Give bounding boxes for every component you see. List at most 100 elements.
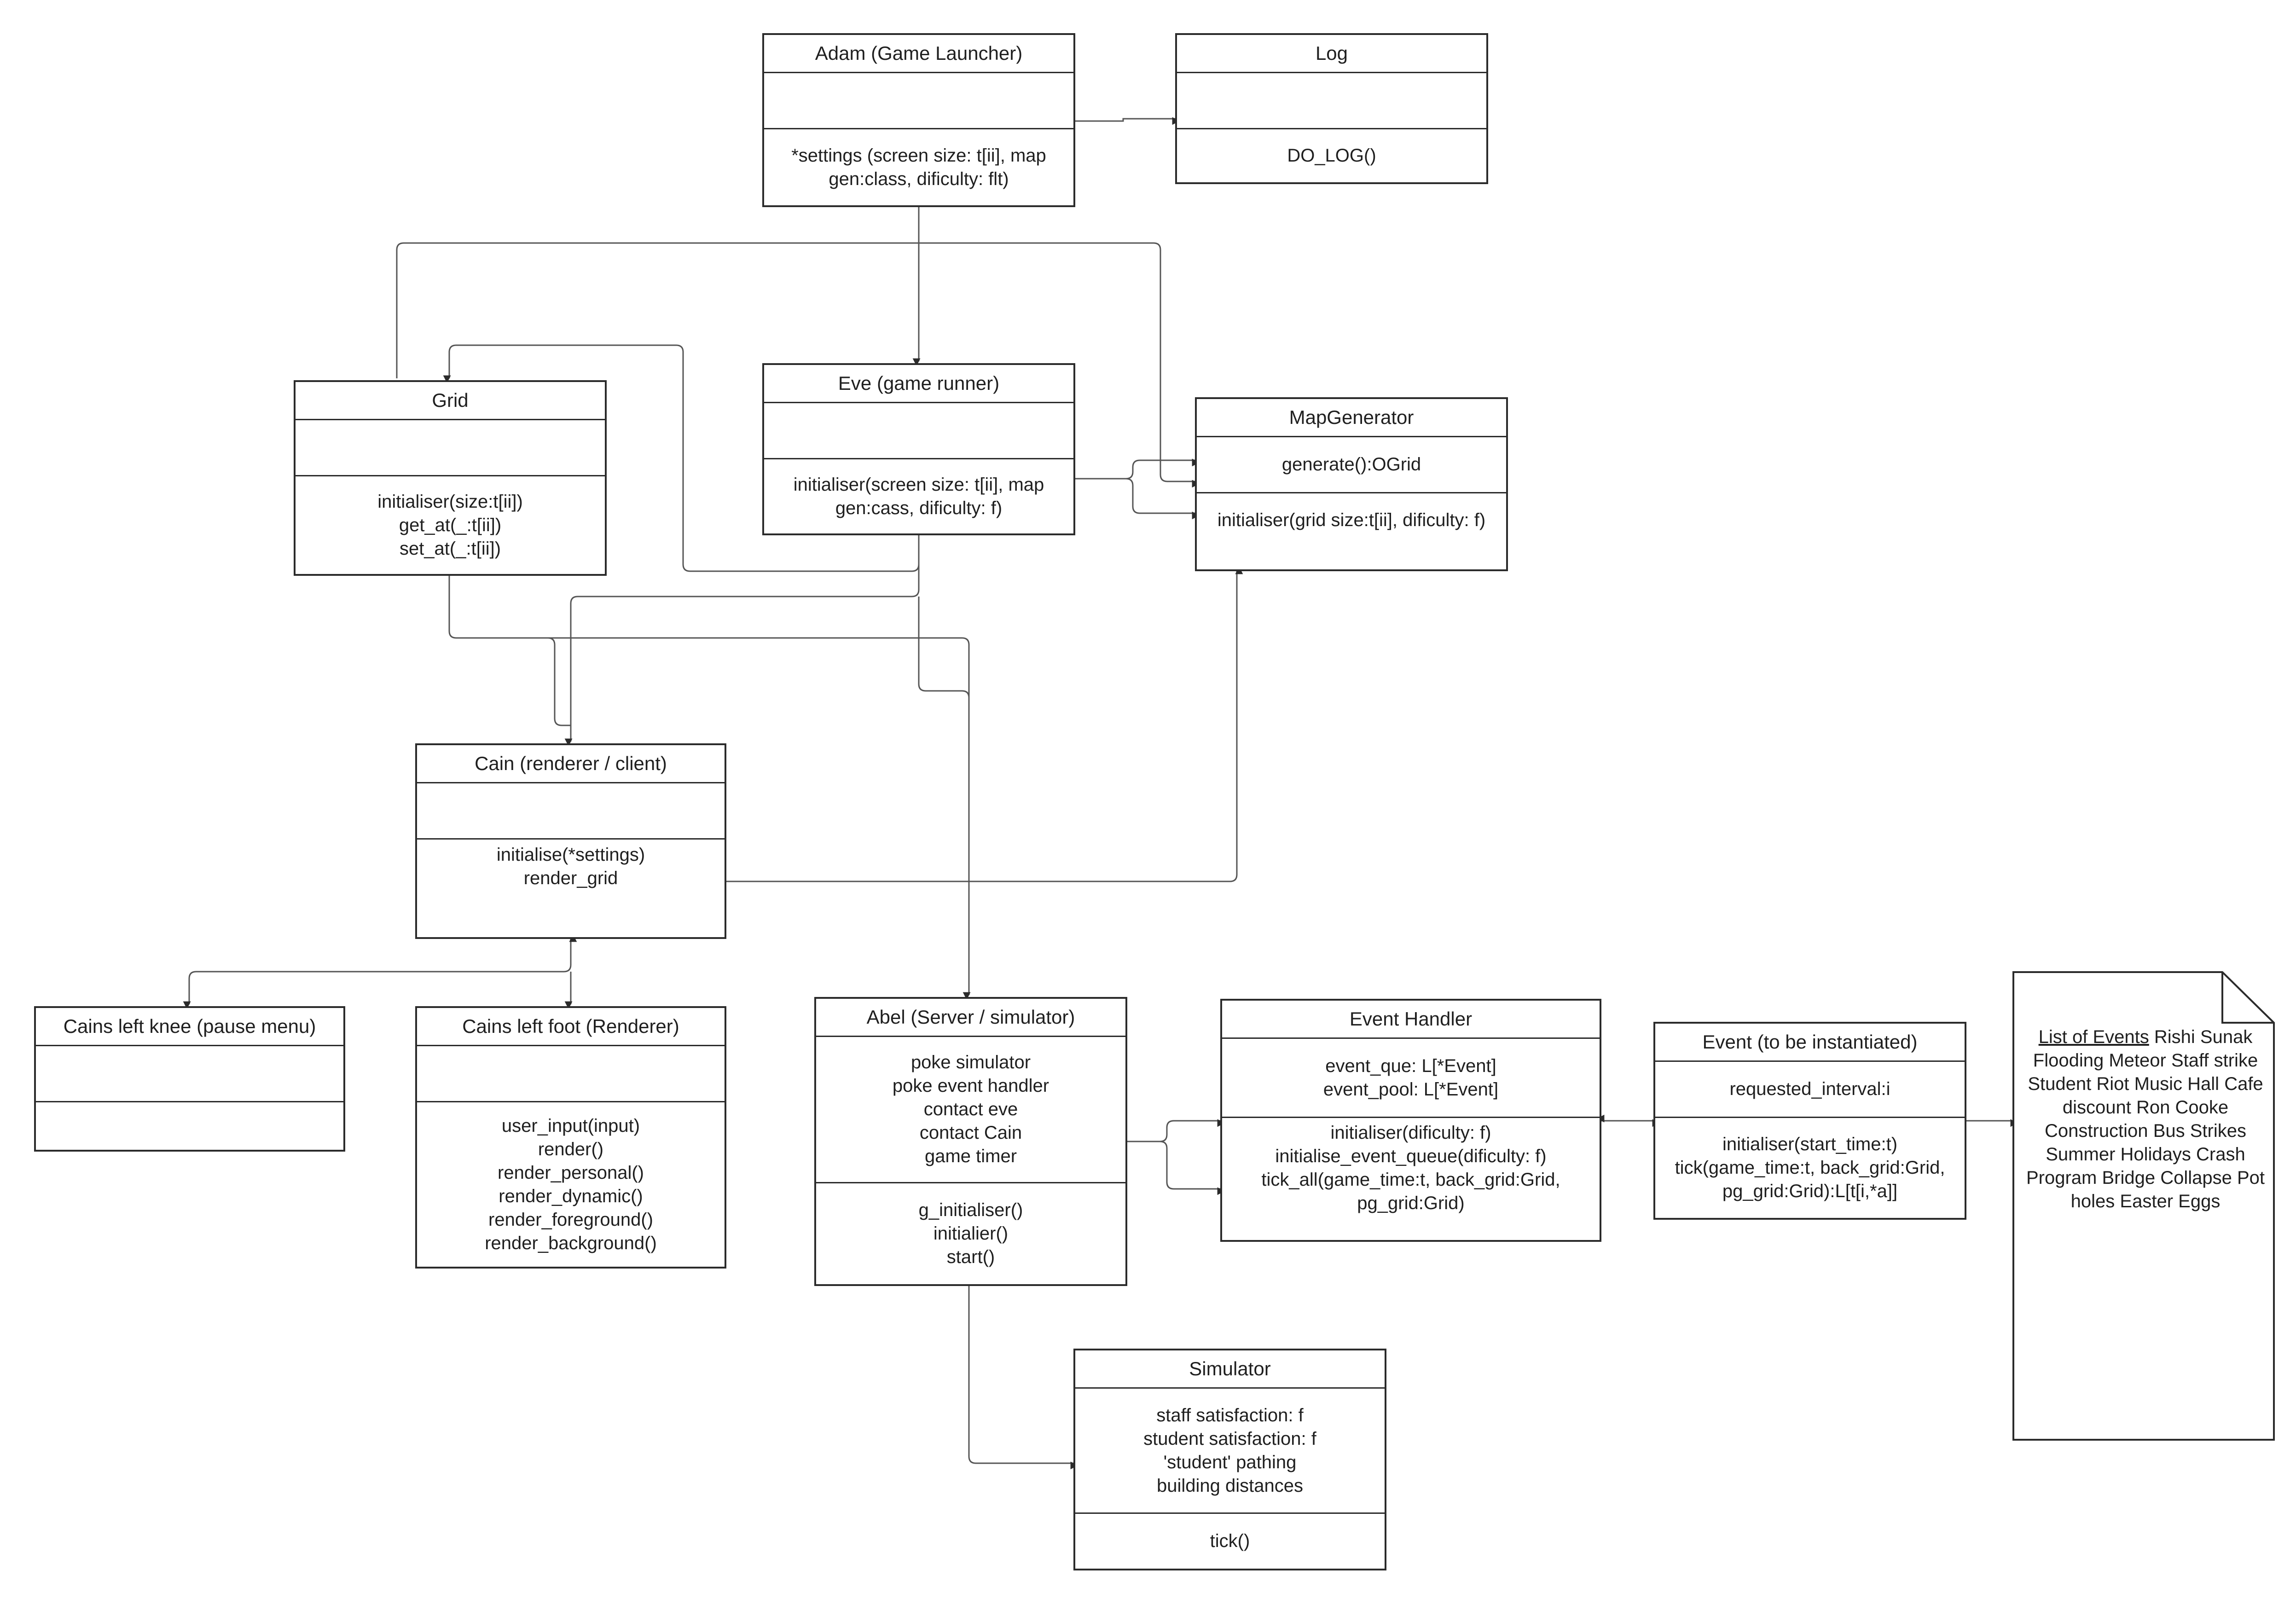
note-item: Bus Strikes — [2153, 1121, 2246, 1141]
method-text: tick() — [1210, 1531, 1250, 1551]
note-heading: List of Events — [2038, 1027, 2149, 1047]
note-item: Bridge Collapse — [2102, 1168, 2232, 1188]
class-cain[interactable]: Cain (renderer / client) initialise(*set… — [415, 743, 726, 939]
note-item: Pot holes — [2070, 1168, 2265, 1211]
method-text: g_initialiser() — [918, 1200, 1023, 1220]
connector-eve-abel — [918, 597, 971, 1000]
method-text: initialise_event_queue(dificulty: f) — [1275, 1146, 1547, 1166]
method-text: pg_grid:Grid) — [1357, 1193, 1465, 1213]
method-text: get_at(_:t[ii]) — [399, 515, 502, 535]
events-note[interactable]: List of Events Rishi Sunak Flooding Mete… — [2013, 1025, 2278, 1213]
methods-section: initialiser(size:t[ii]) get_at(_:t[ii]) … — [296, 475, 605, 574]
attributes-section — [764, 402, 1073, 458]
methods-section — [36, 1101, 343, 1150]
connector-abel-sim — [968, 1286, 1078, 1470]
class-title: Log — [1315, 42, 1348, 64]
class-title: Eve (game runner) — [838, 372, 1000, 394]
method-text: render_foreground() — [488, 1209, 653, 1230]
note-folded-corner — [2221, 972, 2274, 1024]
method-text: initialiser(grid size:t[ii], dificulty: … — [1217, 510, 1486, 530]
class-eve[interactable]: Eve (game runner) initialiser(screen siz… — [762, 363, 1075, 535]
methods-section: *settings (screen size: t[ii], map gen:c… — [764, 128, 1073, 205]
method-text: initialier() — [933, 1223, 1009, 1244]
class-title: Cains left knee (pause menu) — [63, 1015, 316, 1037]
note-item: Flooding — [2033, 1050, 2104, 1071]
attributes-section — [1177, 72, 1486, 128]
connector-grid-cain — [448, 576, 571, 726]
connector-cain-knee — [183, 934, 577, 1009]
method-text: render_grid — [523, 868, 618, 888]
methods-section: initialiser(dificulty: f) initialise_eve… — [1222, 1117, 1600, 1218]
method-text: render_personal() — [498, 1162, 644, 1183]
attribute-text: 'student' pathing — [1163, 1452, 1297, 1472]
connector-cain-mapgen — [726, 566, 1243, 882]
method-text: pg_grid:Grid):L[t[i,*a]] — [1722, 1181, 1898, 1201]
methods-section: user_input(input) render() render_person… — [417, 1101, 725, 1267]
attribute-text: building distances — [1157, 1475, 1303, 1496]
attributes-section — [417, 1045, 725, 1101]
method-text: set_at(_:t[ii]) — [399, 538, 501, 559]
class-mapgenerator[interactable]: MapGenerator generate():OGrid initialise… — [1195, 397, 1508, 571]
attribute-text: contact eve — [923, 1099, 1018, 1119]
attribute-text: poke simulator — [910, 1052, 1031, 1072]
connector-grid-to-mapgen — [396, 242, 1200, 488]
attribute-text: game timer — [924, 1146, 1017, 1166]
connector-eve-cain — [564, 535, 920, 747]
method-text: *settings (screen size: t[ii], map — [791, 145, 1046, 166]
note-item: Easter Eggs — [2120, 1191, 2221, 1211]
attribute-text: event_pool: L[*Event] — [1323, 1079, 1499, 1100]
note-item: Music Hall — [2134, 1074, 2220, 1094]
attributes-section: event_que: L[*Event] event_pool: L[*Even… — [1222, 1037, 1600, 1117]
connector-eve-mapgen-attr — [1075, 458, 1200, 480]
class-title: Cain (renderer / client) — [475, 753, 667, 774]
class-abel[interactable]: Abel (Server / simulator) poke simulator… — [814, 997, 1127, 1286]
connector-abel-handler-method — [1125, 1141, 1225, 1195]
note-shape — [2012, 971, 2275, 1441]
note-item: Summer Holidays — [2046, 1144, 2191, 1164]
class-log[interactable]: Log DO_LOG() — [1175, 33, 1488, 184]
attribute-text: poke event handler — [892, 1076, 1049, 1096]
class-title: Event (to be instantiated) — [1702, 1031, 1918, 1053]
method-text: gen:cass, dificulty: f) — [835, 498, 1003, 518]
note-item: Rishi Sunak — [2154, 1027, 2253, 1047]
connector-grid-abel — [548, 637, 970, 701]
note-item: Staff strike — [2171, 1050, 2258, 1071]
methods-section: g_initialiser() initialier() start() — [816, 1182, 1125, 1284]
connector-eve-grid — [443, 344, 920, 572]
note-item: Cafe discount — [2062, 1074, 2263, 1118]
class-adam[interactable]: Adam (Game Launcher) *settings (screen s… — [762, 33, 1075, 207]
note-item: Meteor — [2109, 1050, 2166, 1071]
note-item: Crash Program — [2026, 1144, 2245, 1188]
method-text: tick_all(game_time:t, back_grid:Grid, — [1261, 1169, 1560, 1190]
attribute-text: staff satisfaction: f — [1156, 1405, 1304, 1425]
class-event-handler[interactable]: Event Handler event_que: L[*Event] event… — [1220, 999, 1601, 1242]
connector-abel-handler-attr — [1125, 1119, 1225, 1142]
method-text: initialiser(screen size: t[ii], map — [793, 474, 1044, 495]
class-grid[interactable]: Grid initialiser(size:t[ii]) get_at(_:t[… — [294, 380, 607, 576]
methods-section: initialise(*settings) render_grid — [417, 838, 725, 893]
attribute-text: student satisfaction: f — [1143, 1428, 1316, 1449]
attributes-section: staff satisfaction: f student satisfacti… — [1075, 1387, 1385, 1512]
class-title: MapGenerator — [1289, 406, 1414, 428]
method-text: user_input(input) — [501, 1115, 640, 1136]
methods-section: DO_LOG() — [1177, 128, 1486, 182]
class-event[interactable]: Event (to be instantiated) requested_int… — [1653, 1022, 1966, 1220]
class-title: Cains left foot (Renderer) — [462, 1015, 679, 1037]
method-text: render_background() — [485, 1233, 657, 1253]
method-text: render() — [538, 1139, 604, 1159]
attributes-section — [36, 1045, 343, 1101]
class-simulator[interactable]: Simulator staff satisfaction: f student … — [1073, 1349, 1386, 1570]
method-text: initialise(*settings) — [496, 844, 645, 865]
class-cains-left-foot[interactable]: Cains left foot (Renderer) user_input(in… — [415, 1006, 726, 1269]
attribute-text: event_que: L[*Event] — [1325, 1055, 1496, 1076]
methods-section: tick() — [1075, 1512, 1385, 1569]
method-text: render_dynamic() — [499, 1186, 643, 1206]
class-title: Adam (Game Launcher) — [815, 42, 1023, 64]
class-title: Simulator — [1189, 1358, 1271, 1379]
attributes-section: requested_interval:i — [1655, 1060, 1965, 1117]
method-text: DO_LOG() — [1287, 145, 1376, 166]
class-cains-left-knee[interactable]: Cains left knee (pause menu) — [34, 1006, 345, 1152]
class-title: Abel (Server / simulator) — [866, 1006, 1075, 1028]
class-title: Event Handler — [1349, 1008, 1473, 1030]
attributes-section: generate():OGrid — [1197, 436, 1506, 492]
